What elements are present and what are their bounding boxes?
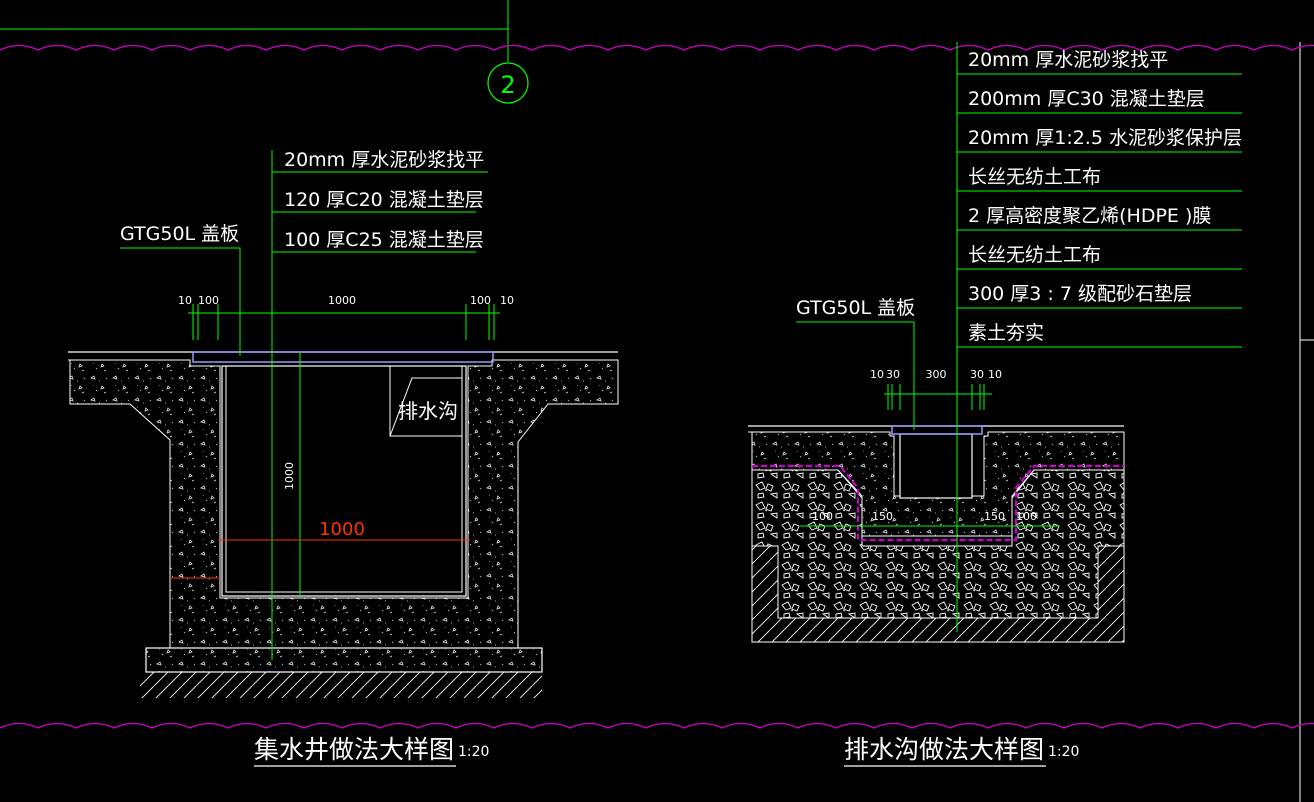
ditch-layer-3: 20mm 厚1:2.5 水泥砂浆保护层 [968,127,1242,149]
pit-dim-3: 1000 [328,294,356,307]
axis-circle-icon [487,62,529,104]
pit-dim-1: 10 [178,294,192,307]
ditch-dim-5: 10 [988,368,1002,381]
pit-cover-plate [192,351,494,363]
ditch-dim-low-4: 100 [1016,510,1037,523]
ditch-channel-void [899,433,973,499]
axis-marker[interactable]: 2 [487,62,529,104]
sump-pit-detail[interactable]: 排水沟 20mm 厚水泥砂浆找平 120 厚C20 混凝土垫层 100 厚C25… [68,149,619,767]
revision-cloud-bottom [0,722,1314,729]
pit-title: 集水井做法大样图 [254,735,454,764]
pit-scale: 1:20 [458,744,489,760]
pit-dim-vertical: 1000 [283,462,296,490]
pit-dim-width: 1000 [319,519,365,540]
pit-earth-hatch [140,672,542,698]
ditch-dim-low-3: 150 [984,510,1005,523]
drain-ditch-label: 排水沟 [398,399,458,423]
ditch-cover-label: GTG50L 盖板 [796,297,915,319]
pit-layer-2: 120 厚C20 混凝土垫层 [284,189,484,211]
ditch-dim-3: 300 [926,368,947,381]
ditch-layer-4: 长丝无纺土工布 [968,166,1101,188]
pit-cover-label: GTG50L 盖板 [120,223,239,245]
ditch-layer-1: 20mm 厚水泥砂浆找平 [968,49,1168,71]
ditch-dim-2: 30 [886,368,900,381]
axis-marker-label: 2 [500,71,515,99]
revision-cloud-top [0,44,1314,51]
pit-dim-5: 10 [500,294,514,307]
ditch-dim-low-2: 150 [872,510,893,523]
ditch-dim-low-1: 100 [812,510,833,523]
hdpe-membrane [752,464,1124,542]
cover-leader-line [120,247,241,356]
pit-dim-2: 100 [198,294,219,307]
pit-dim-4: 100 [470,294,491,307]
ditch-scale: 1:20 [1048,744,1079,760]
ditch-title: 排水沟做法大样图 [844,735,1044,764]
pit-layer-1: 20mm 厚水泥砂浆找平 [284,149,484,171]
pit-base-slab [145,647,543,673]
ditch-layer-8: 素土夯实 [968,322,1044,344]
ditch-layer-5: 2 厚高密度聚乙烯(HDPE )膜 [968,205,1211,227]
drain-ditch-detail[interactable]: 20mm 厚水泥砂浆找平 200mm 厚C30 混凝土垫层 20mm 厚1:2.… [748,42,1242,767]
ditch-dim-4: 30 [970,368,984,381]
ditch-dim-1: 10 [870,368,884,381]
ditch-layer-7: 300 厚3 : 7 级配砂石垫层 [968,283,1192,305]
ditch-layer-6: 长丝无纺土工布 [968,244,1101,266]
ditch-layer-2: 200mm 厚C30 混凝土垫层 [968,88,1205,110]
pit-layer-3: 100 厚C25 混凝土垫层 [284,229,484,251]
ditch-cover-plate [891,425,983,435]
